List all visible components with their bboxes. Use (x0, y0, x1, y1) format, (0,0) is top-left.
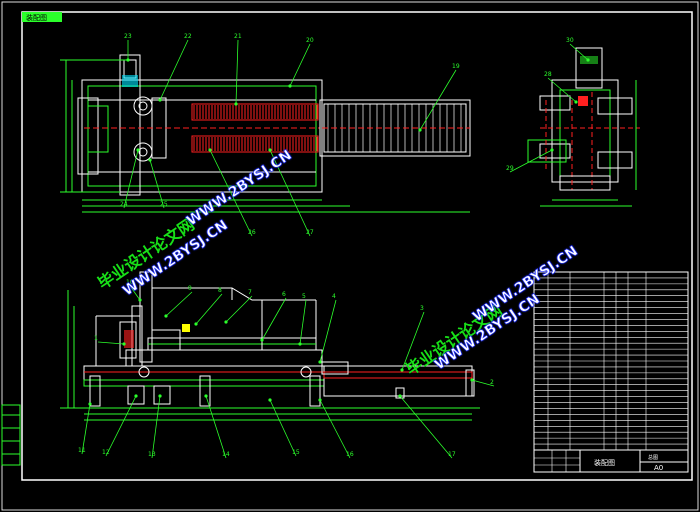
svg-text:3: 3 (420, 305, 424, 312)
svg-text:1: 1 (94, 335, 98, 342)
svg-text:4: 4 (332, 293, 336, 300)
side-view (527, 47, 640, 207)
svg-text:21: 21 (234, 33, 242, 40)
svg-text:19: 19 (452, 63, 460, 70)
svg-text:27: 27 (306, 229, 314, 236)
front-callout-15: 15 (268, 398, 300, 457)
front-callout-11: 11 (78, 402, 92, 455)
top-view (60, 54, 471, 213)
front-callout-17: 17 (398, 394, 456, 459)
front-callout-14: 14 (204, 394, 230, 459)
svg-text:13: 13 (148, 451, 156, 458)
side-callout-29: 29 (506, 148, 554, 173)
front-callout-6: 6 (260, 291, 287, 342)
svg-text:17: 17 (448, 451, 456, 458)
svg-text:7: 7 (248, 289, 252, 296)
top-callout-20: 20 (288, 37, 314, 88)
svg-text:24: 24 (120, 201, 128, 208)
front-callout-16: 16 (318, 398, 354, 459)
side-callout-28: 28 (544, 71, 578, 104)
front-callout-7: 7 (224, 289, 253, 324)
svg-text:8: 8 (218, 287, 222, 294)
corner-tag-box (22, 12, 62, 22)
corner-tag: 装配图 (26, 13, 47, 22)
front-callout-12: 12 (102, 394, 138, 457)
front-callout-10: 10 (126, 279, 142, 302)
title-text: 装配图 (594, 458, 615, 467)
svg-text:11: 11 (78, 447, 86, 454)
front-callout-5: 5 (298, 293, 307, 346)
svg-text:28: 28 (544, 71, 552, 78)
svg-text:14: 14 (222, 451, 230, 458)
top-callout-25: 25 (148, 158, 168, 209)
svg-text:30: 30 (566, 37, 574, 44)
top-callout-23: 23 (124, 33, 132, 62)
side-callout-30: 30 (566, 37, 590, 62)
bill-of-materials (533, 271, 689, 451)
svg-text:2: 2 (490, 379, 494, 386)
svg-text:6: 6 (282, 291, 286, 298)
svg-text:29: 29 (506, 165, 514, 172)
svg-text:12: 12 (102, 449, 110, 456)
front-callout-1: 1 (94, 335, 126, 346)
front-callout-2: 2 (470, 378, 495, 387)
inner-frame (21, 11, 693, 481)
front-callout-3: 3 (400, 305, 425, 372)
top-callout-27: 27 (268, 148, 314, 237)
svg-text:15: 15 (292, 449, 300, 456)
title-sub: 总图 (648, 454, 658, 461)
svg-text:5: 5 (302, 293, 306, 300)
top-callout-22: 22 (158, 33, 192, 102)
svg-text:10: 10 (126, 279, 134, 286)
top-callout-26: 26 (208, 148, 256, 237)
left-marker-stack (1, 404, 21, 466)
top-callout-19: 19 (418, 63, 460, 132)
svg-text:20: 20 (306, 37, 314, 44)
drawing-number: A0 (654, 464, 663, 472)
top-callout-21: 21 (234, 33, 242, 106)
svg-text:9: 9 (188, 285, 192, 292)
top-callout-24: 24 (120, 148, 140, 209)
svg-text:23: 23 (124, 33, 132, 40)
svg-text:16: 16 (346, 451, 354, 458)
front-view (60, 271, 480, 421)
svg-text:22: 22 (184, 33, 192, 40)
front-callout-4: 4 (318, 293, 337, 364)
svg-text:25: 25 (160, 201, 168, 208)
front-callout-13: 13 (148, 394, 162, 459)
title-block: 装配图 总图 A0 (533, 449, 689, 473)
front-callout-9: 9 (164, 285, 193, 318)
svg-text:26: 26 (248, 229, 256, 236)
front-callout-8: 8 (194, 287, 223, 326)
